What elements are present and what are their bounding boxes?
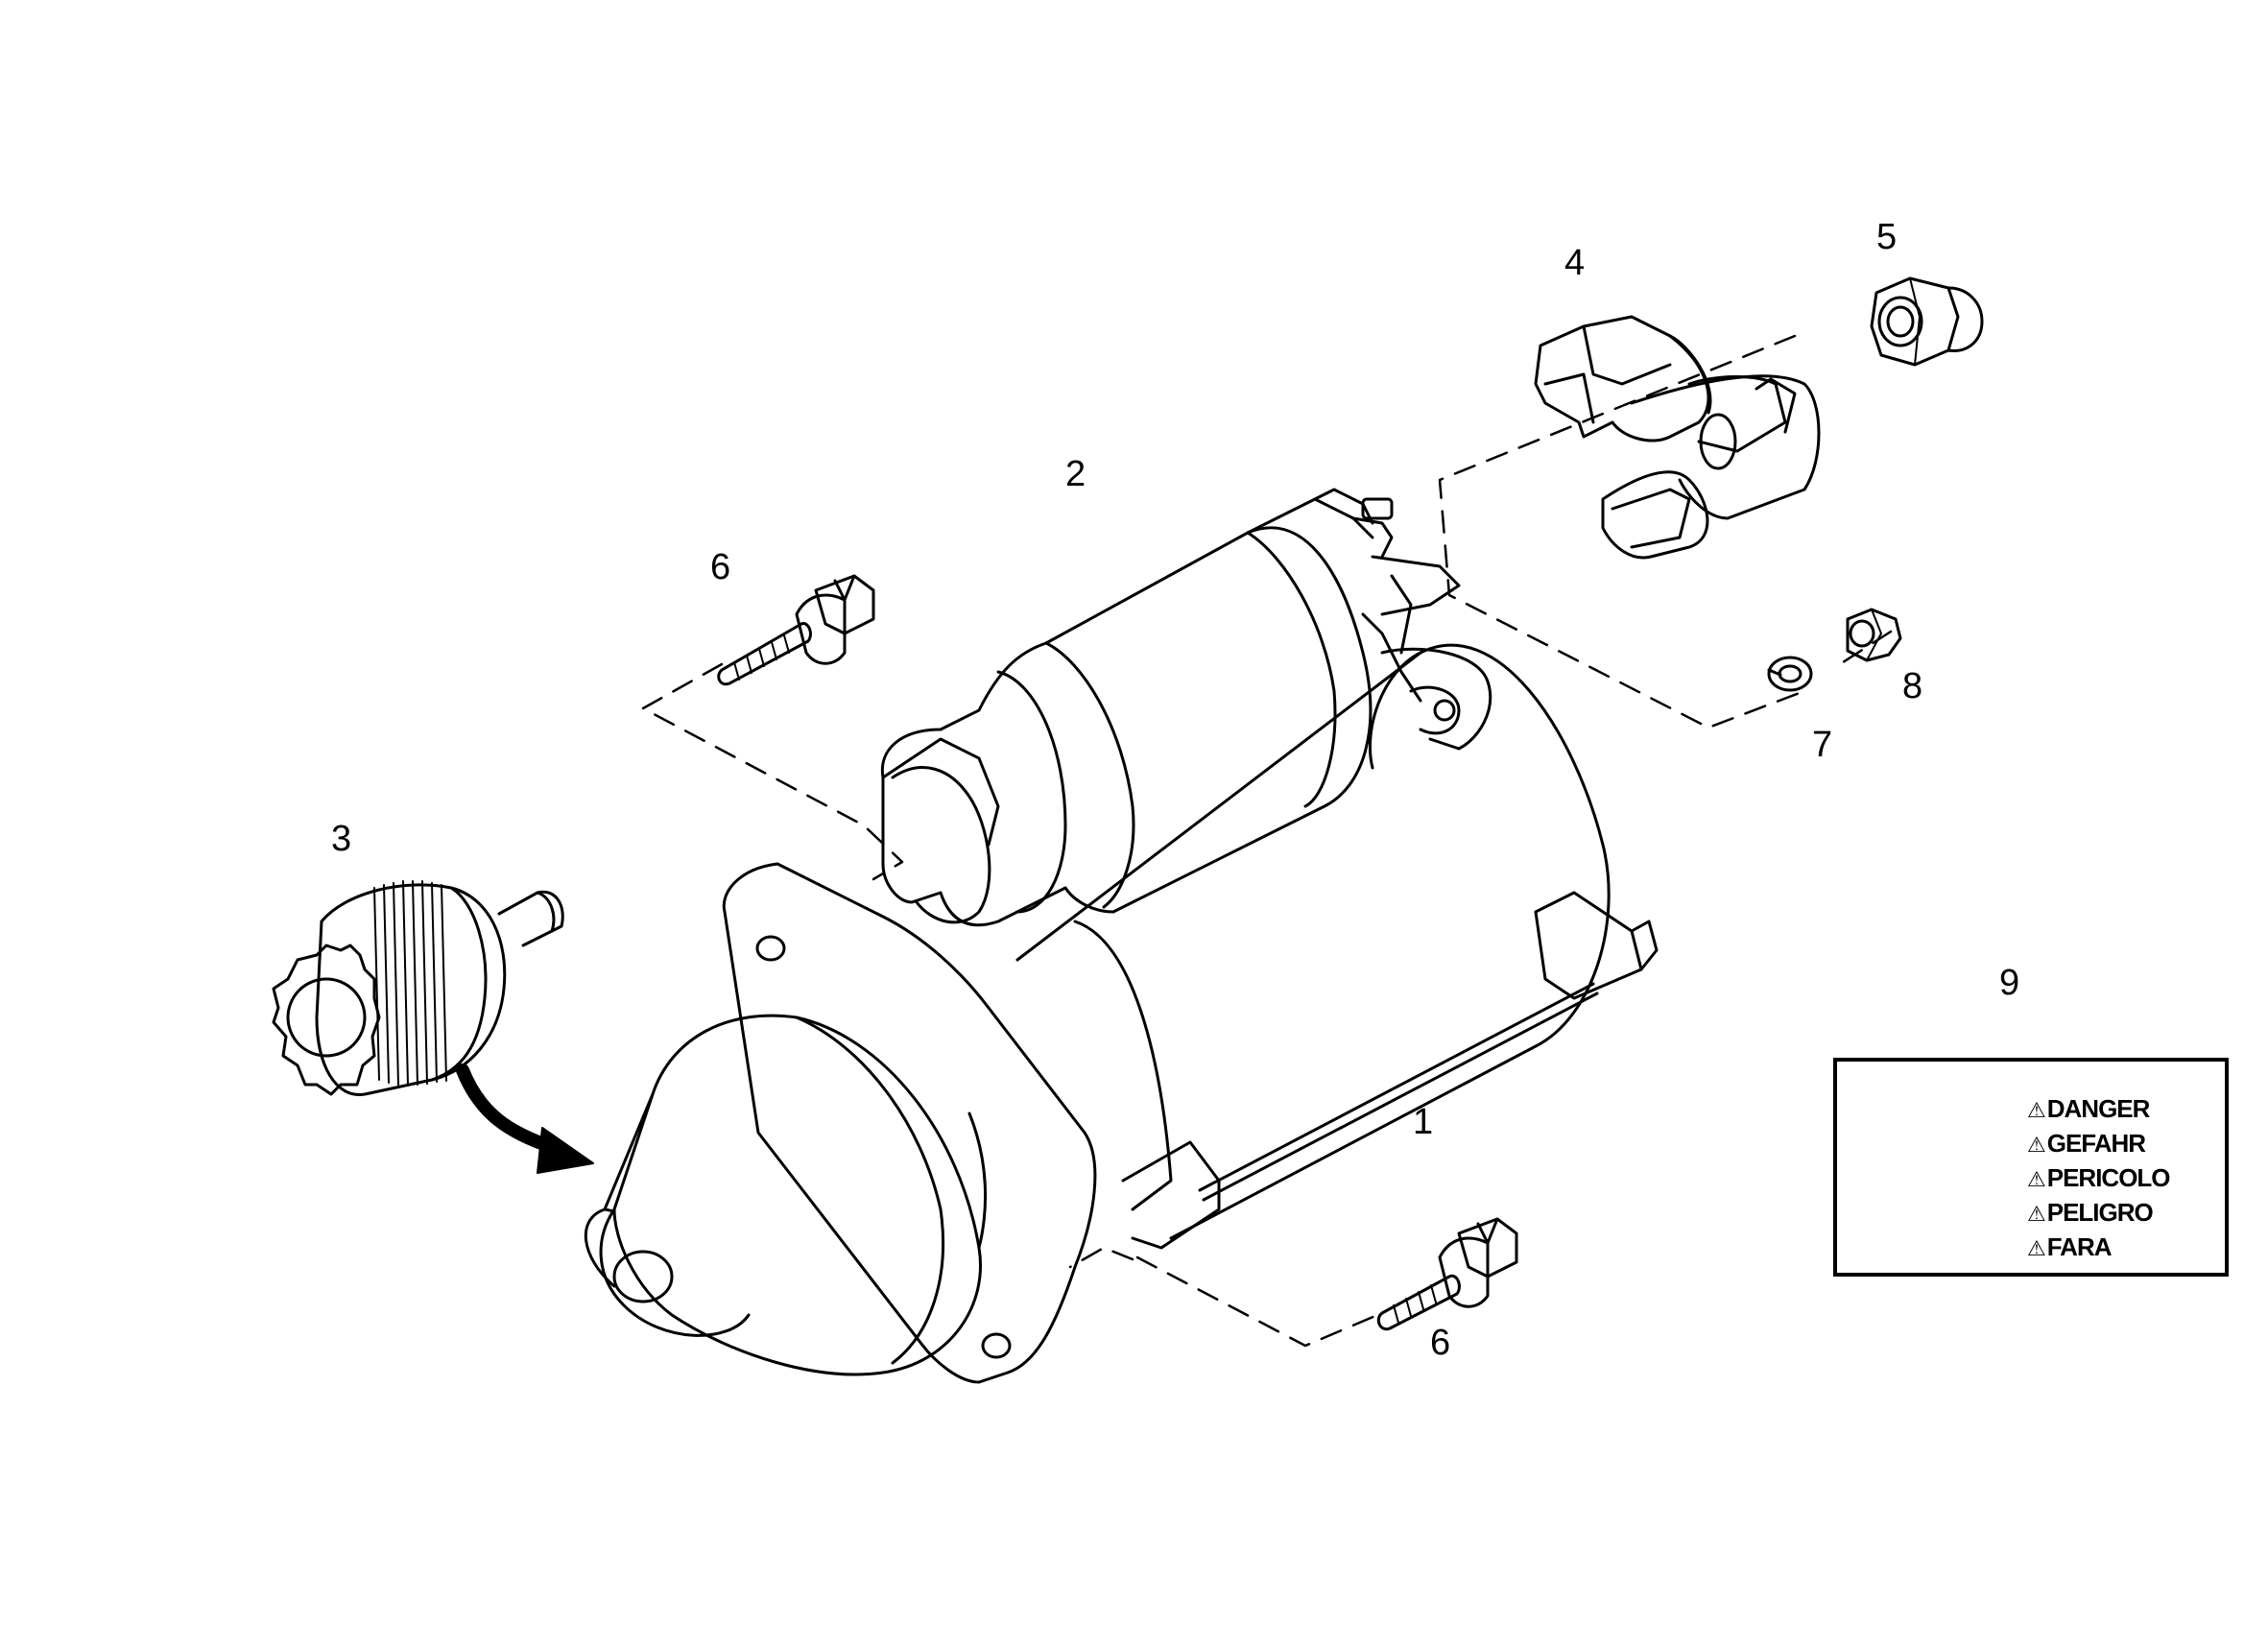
install-arrow [456, 1063, 594, 1174]
warning-triangle-icon: ⚠ [2027, 1167, 2046, 1191]
warning-triangle-icon: ⚠ [2027, 1202, 2046, 1226]
warning-label: ⚠DANGER ⚠GEFAHR ⚠PERICOLO ⚠PELIGRO ⚠FARA [1833, 1058, 2229, 1277]
warning-line-peligro: ⚠PELIGRO [2027, 1198, 2154, 1227]
hex-nut [1846, 608, 1902, 662]
callout-6-upper: 6 [710, 547, 731, 587]
warning-line-fara: ⚠FARA [2027, 1232, 2113, 1261]
callout-8: 8 [1902, 666, 1923, 706]
pinion-drive [272, 880, 564, 1096]
warning-label-text: ⚠DANGER ⚠GEFAHR ⚠PERICOLO ⚠PELIGRO ⚠FARA [2027, 1092, 2171, 1265]
lock-washer [1767, 656, 1813, 692]
warning-triangle-icon: ⚠ [2027, 1098, 2046, 1122]
callout-5: 5 [1876, 217, 1898, 257]
warning-line-danger: ⚠DANGER [2027, 1094, 2150, 1123]
assembly-dashed-lines [641, 334, 1893, 1348]
callout-1: 1 [1413, 1102, 1434, 1142]
callout-9: 9 [1999, 963, 2020, 1003]
callout-4: 4 [1564, 243, 1586, 283]
warning-line-pericolo: ⚠PERICOLO [2027, 1163, 2171, 1192]
callout-7: 7 [1812, 725, 1833, 765]
bolt-upper [717, 574, 875, 686]
cap-nut [1870, 276, 1984, 367]
bolt-lower [1376, 1217, 1518, 1331]
callout-6-lower: 6 [1430, 1323, 1451, 1363]
callout-3: 3 [331, 819, 352, 859]
warning-triangle-icon: ⚠ [2027, 1133, 2046, 1157]
warning-line-gefahr: ⚠GEFAHR [2027, 1129, 2146, 1158]
solenoid [880, 488, 1492, 927]
callout-2: 2 [1065, 454, 1086, 494]
starter-motor-body [584, 643, 1659, 1384]
warning-triangle-icon: ⚠ [2027, 1236, 2046, 1260]
bracket [1534, 315, 1821, 560]
